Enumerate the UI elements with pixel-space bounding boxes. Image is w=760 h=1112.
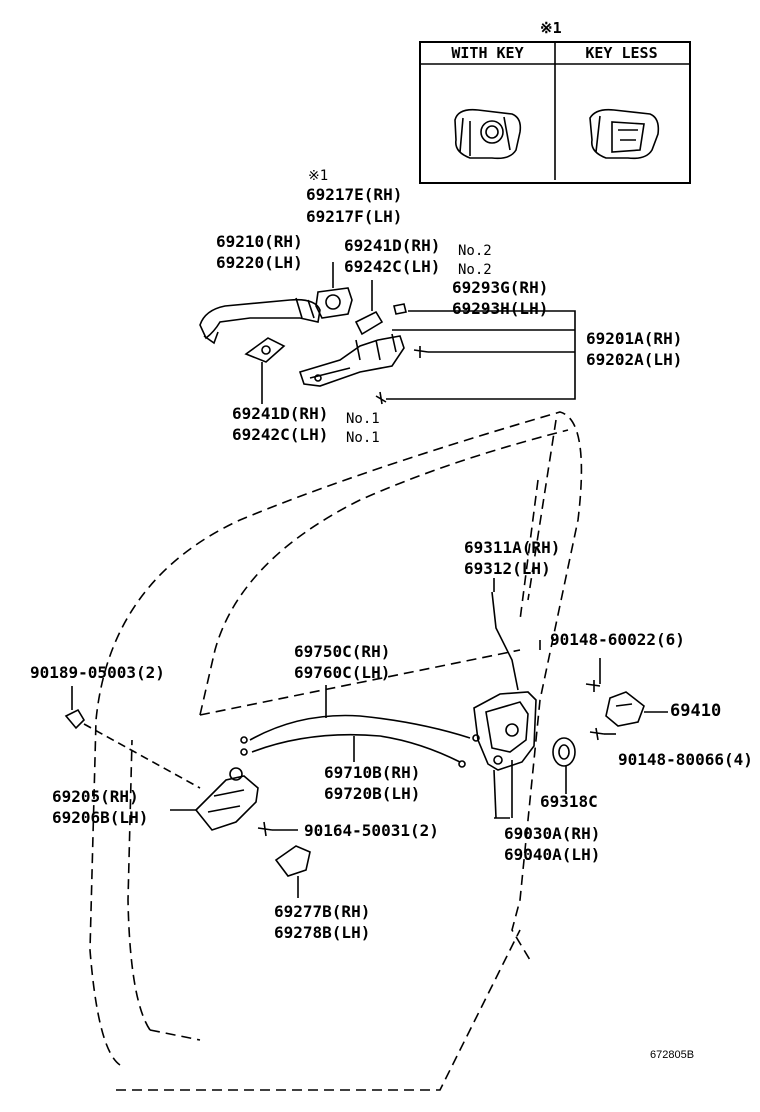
handle-cover-icon — [274, 845, 311, 877]
label-69410: 69410 — [670, 701, 722, 721]
label-69241d-bot: 69241D(RH) — [232, 404, 329, 423]
cable-69750 — [249, 714, 471, 741]
inset-marker: ※1 — [540, 19, 562, 37]
variant-inset-box — [419, 41, 691, 184]
label-69030a: 69030A(RH) — [504, 824, 601, 843]
small-clip-icon — [393, 303, 407, 315]
label-69278b: 69278B(LH) — [274, 923, 371, 942]
label-69242c-bot: 69242C(LH) — [232, 425, 329, 444]
door-outline — [89, 411, 583, 1091]
label-69293h: 69293H(LH) — [452, 299, 549, 318]
label-69241d-top: 69241D(RH) — [344, 236, 441, 255]
label-69217e: 69217E(RH) — [306, 185, 403, 204]
label-90189-05003: 90189-05003(2) — [30, 663, 165, 682]
label-69206b: 69206B(LH) — [52, 808, 149, 827]
label-69202a: 69202A(LH) — [586, 350, 683, 369]
label-no1-b: No.1 — [346, 430, 380, 446]
key-cylinder-cap-icon — [315, 287, 353, 319]
label-no2-b: No.2 — [458, 262, 492, 278]
key-less-cap-icon — [589, 108, 660, 160]
screw-icon — [375, 346, 429, 405]
cable-69710 — [251, 733, 461, 763]
gasket-no1-icon — [244, 337, 286, 363]
striker-icon — [605, 691, 645, 727]
screw-90164-icon — [257, 821, 273, 837]
screw-90148-80066-icon — [589, 727, 605, 741]
label-69277b: 69277B(RH) — [274, 902, 371, 921]
label-90148-60022: 90148-60022(6) — [550, 630, 685, 649]
label-69720b: 69720B(LH) — [324, 784, 421, 803]
label-69210: 69210(RH) — [216, 232, 303, 251]
lock-leader — [494, 760, 513, 819]
label-69040a: 69040A(LH) — [504, 845, 601, 864]
label-69217-marker: ※1 — [308, 168, 329, 184]
label-69312: 69312(LH) — [464, 559, 551, 578]
label-69242c-top: 69242C(LH) — [344, 257, 441, 276]
label-69318c: 69318C — [540, 792, 598, 811]
with-key-cap-icon — [454, 108, 522, 160]
label-90164-50031: 90164-50031(2) — [304, 821, 439, 840]
label-69293g: 69293G(RH) — [452, 278, 549, 297]
leader — [83, 723, 201, 789]
bracket-line — [386, 310, 576, 400]
label-90148-80066: 90148-80066(4) — [618, 750, 753, 769]
lock-rod — [491, 591, 519, 691]
inset-col-key-less: KEY LESS — [585, 44, 658, 62]
screw-90148-60022-icon — [585, 680, 601, 692]
label-no2-a: No.2 — [458, 243, 492, 259]
label-69750c: 69750C(RH) — [294, 642, 391, 661]
clip-90189-icon — [64, 708, 86, 730]
drawing-code: 672805B — [650, 1049, 695, 1061]
gasket-no2-icon — [354, 310, 384, 336]
seal-icon — [552, 737, 576, 767]
label-69760c: 69760C(LH) — [294, 663, 391, 682]
label-69710b: 69710B(RH) — [324, 763, 421, 782]
door-lock-icon — [473, 691, 537, 819]
label-no1-a: No.1 — [346, 411, 380, 427]
label-69217f: 69217F(LH) — [306, 207, 403, 226]
label-69220: 69220(LH) — [216, 253, 303, 272]
inner-handle-icon — [194, 767, 259, 831]
label-69201a: 69201A(RH) — [586, 329, 683, 348]
label-69205: 69205(RH) — [52, 787, 139, 806]
label-69311a: 69311A(RH) — [464, 538, 561, 557]
handle-frame-icon — [298, 333, 405, 387]
outer-handle-icon — [199, 297, 321, 345]
inset-col-with-key: WITH KEY — [451, 44, 524, 62]
